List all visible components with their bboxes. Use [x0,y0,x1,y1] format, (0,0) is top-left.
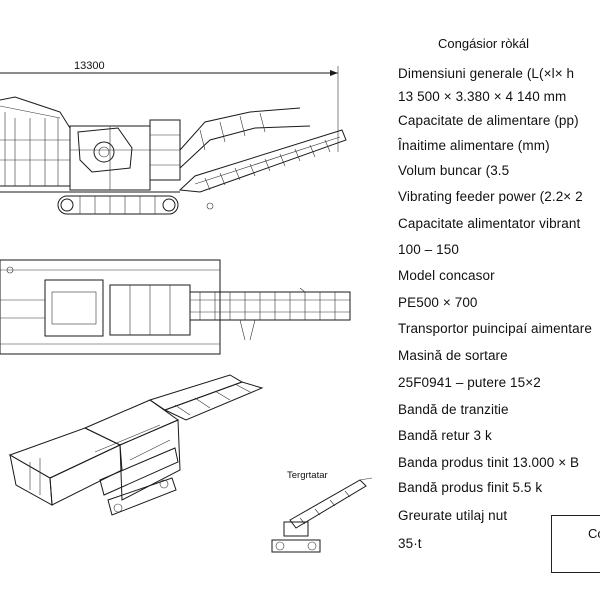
spec-line: 25F0941 – putere 15×2 [398,375,541,390]
side-elevation-view [0,66,347,215]
spec-line: Greurate utilaj nut [398,508,508,523]
spec-line: Volum buncar (3.5 [398,163,510,178]
spec-line: 35·t [398,536,422,551]
spec-line: Bandă retur 3 k [398,428,492,443]
spec-line: Bandă de tranzitie [398,402,509,417]
spec-line: Bandă produs finit 5.5 k [398,480,543,495]
spec-title: Congásior ròkál [438,36,530,51]
spec-line: PE500 × 700 [398,295,478,310]
secondary-unit-drawing [271,477,373,553]
spec-line: Dimensiuni generale (L(×l× h [398,66,575,81]
spec-line: 13 500 × 3.380 × 4 140 mm [398,89,567,104]
spec-line: Banda produs tinit 13.000 × B [398,455,580,470]
spec-line: Înaitime alimentare (mm) [398,138,550,153]
isometric-view [8,374,264,516]
spec-line: Masină de sortare [398,348,508,363]
corner-stamp-text: Co [588,526,600,541]
secondary-unit-label: Tergrtatar [287,470,328,481]
plan-view [0,259,351,355]
spec-line: Capacitate alimentator vibrant [398,216,581,231]
spec-line: 100 – 150 [398,242,459,257]
spec-line: Vibrating feeder power (2.2× 2 [398,189,583,204]
overall-length-dimension: 13300 [74,60,105,72]
corner-stamp-box: Co [551,515,600,573]
spec-line: Model concasor [398,268,495,283]
spec-line: Transportor puincipaí aimentare [398,321,592,336]
spec-line: Capacitate de alimentare (pp) [398,113,579,128]
